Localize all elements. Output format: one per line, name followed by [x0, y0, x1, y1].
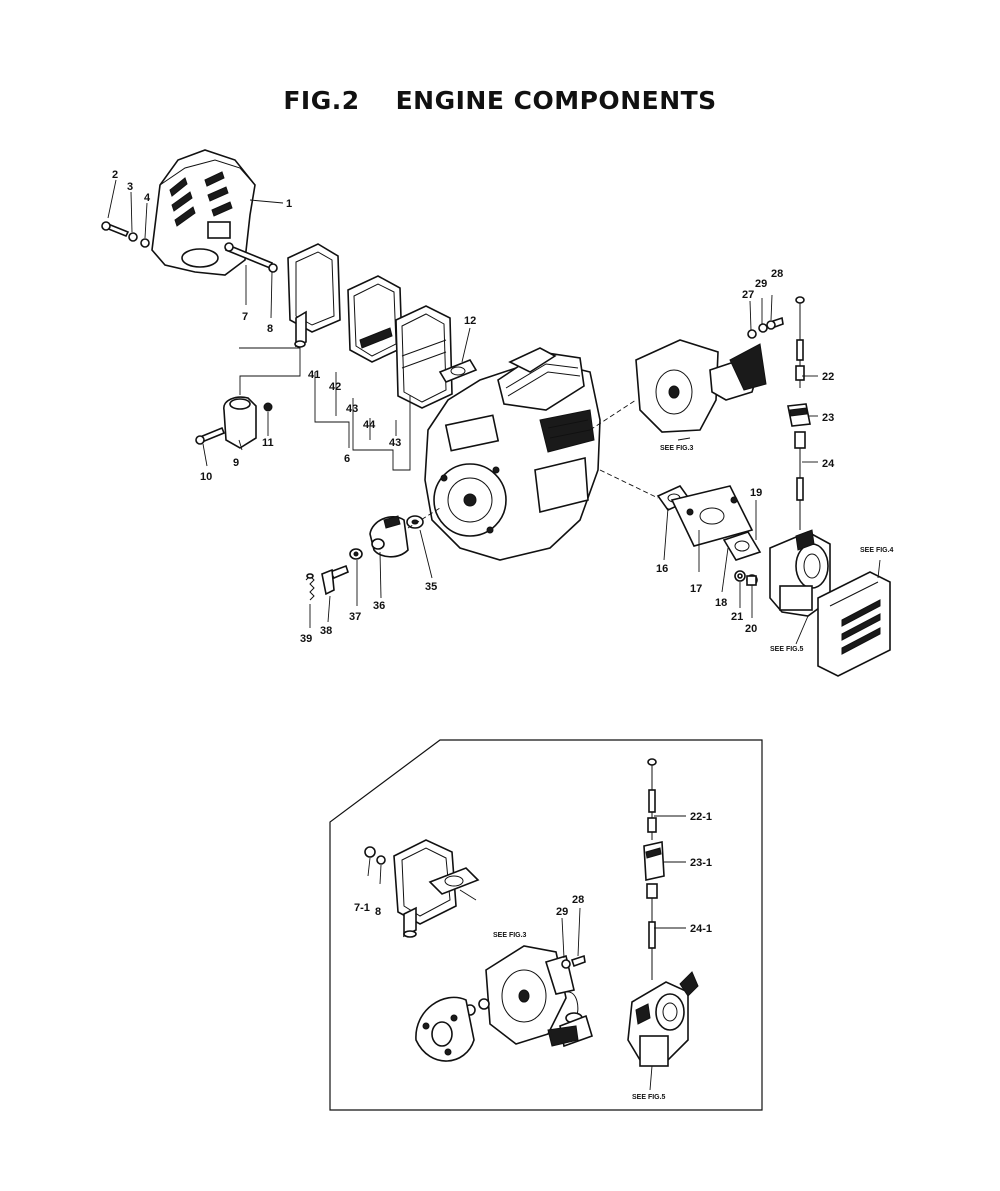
inset-ref-see-fig5: SEE FIG.5 [632, 1094, 666, 1101]
washer-37-part [349, 548, 363, 560]
callout-44: 44 [363, 419, 376, 431]
washer-29-part [758, 323, 768, 333]
carburetor-part [769, 529, 831, 617]
inset-callout-23-1: 23-1 [690, 857, 712, 869]
callout-8: 8 [267, 323, 273, 335]
inset-washer-8-part [376, 855, 386, 865]
washer-4-part [140, 238, 150, 248]
ref-see-fig5: SEE FIG.5 [770, 646, 804, 653]
callout-38: 38 [320, 625, 332, 637]
inset-washer-part [478, 998, 490, 1010]
callout-16: 16 [656, 563, 668, 575]
nut-8-part [268, 263, 278, 273]
callout-11: 11 [262, 437, 274, 449]
air-cleaner-cover-part [817, 571, 891, 677]
callout-24: 24 [822, 458, 835, 470]
inset-callout-22-1: 22-1 [690, 811, 712, 823]
cable-bracket-23-part [787, 403, 811, 427]
callout-43-b: 43 [389, 437, 401, 449]
inset-screw-part [561, 954, 586, 969]
washer-27-part [747, 329, 757, 339]
heat-plate-17-part [670, 485, 754, 547]
pulley-36-part [369, 515, 409, 558]
inset-callout-29: 29 [556, 906, 568, 918]
inset-ref-see-fig3: SEE FIG.3 [493, 932, 527, 939]
callout-4: 4 [144, 192, 151, 204]
callout-21: 21 [731, 611, 743, 623]
inset-variant-box: 7-1 8 29 28 22-1 23-1 24-1 SEE FIG.3 SEE… [329, 739, 763, 1111]
callout-35: 35 [425, 581, 437, 593]
callout-numbers: 1 2 3 4 7 8 12 41 42 43 44 43 6 9 10 11 … [112, 169, 835, 645]
inset-callout-8: 8 [375, 906, 381, 918]
callout-23: 23 [822, 412, 834, 424]
leader-lines [107, 179, 881, 645]
engine-block-part [424, 347, 601, 561]
inset-pulley-part [415, 996, 475, 1062]
callout-17: 17 [690, 583, 702, 595]
muffler-cover-41-part [287, 243, 341, 348]
inset-carburetor-part [627, 971, 699, 1067]
callout-18: 18 [715, 597, 727, 609]
bolt-2-part [101, 221, 130, 238]
muffler-body-43-part [347, 275, 403, 363]
callout-20: 20 [745, 623, 757, 635]
callout-28: 28 [771, 268, 783, 280]
washer-3-part [128, 232, 138, 242]
callout-10: 10 [200, 471, 212, 483]
callout-42: 42 [329, 381, 341, 393]
inset-muffler-part [393, 839, 480, 938]
throttle-cable-22-part [795, 296, 805, 388]
nut-11-part [263, 402, 273, 412]
figure-caption: ENGINE COMPONENTS [395, 86, 717, 115]
callout-43-a: 43 [346, 403, 358, 415]
callout-12: 12 [464, 315, 476, 327]
gasket-12-part [438, 359, 478, 383]
nut-20-part [746, 575, 757, 586]
callout-19: 19 [750, 487, 762, 499]
bolt-38-part [321, 564, 349, 596]
spring-39-part [305, 573, 315, 601]
callout-2: 2 [112, 169, 118, 181]
ref-see-fig3: SEE FIG.3 [660, 445, 694, 452]
carb-gasket-19-part [722, 531, 762, 561]
callout-29: 29 [755, 278, 767, 290]
callout-41: 41 [308, 369, 320, 381]
exhaust-elbow-9-part [223, 396, 257, 449]
ref-see-fig4: SEE FIG.4 [860, 547, 894, 554]
figure-label: FIG.2 [283, 86, 360, 115]
inset-callout-28: 28 [572, 894, 584, 906]
callout-37: 37 [349, 611, 361, 623]
inset-starter-housing-part [485, 945, 593, 1048]
callout-22: 22 [822, 371, 834, 383]
callout-7: 7 [242, 311, 248, 323]
inset-callout-7-1: 7-1 [354, 902, 370, 914]
starter-housing-part [635, 339, 767, 433]
callout-9: 9 [233, 457, 239, 469]
bolt-10-part [195, 426, 226, 445]
callout-27: 27 [742, 289, 754, 301]
callout-1: 1 [286, 198, 292, 210]
figure-title: FIG.2 ENGINE COMPONENTS [0, 86, 1000, 115]
screw-28-part [766, 316, 784, 330]
inset-nut-7-1-part [364, 846, 376, 858]
muffler-shell-44-part [395, 305, 453, 409]
cable-24-part [794, 431, 806, 530]
callout-36: 36 [373, 600, 385, 612]
callout-3: 3 [127, 181, 133, 193]
callout-6: 6 [344, 453, 350, 465]
washer-35-part [406, 515, 424, 529]
inset-callout-24-1: 24-1 [690, 923, 712, 935]
inset-throttle-cable-part [643, 758, 665, 980]
callout-39: 39 [300, 633, 312, 645]
